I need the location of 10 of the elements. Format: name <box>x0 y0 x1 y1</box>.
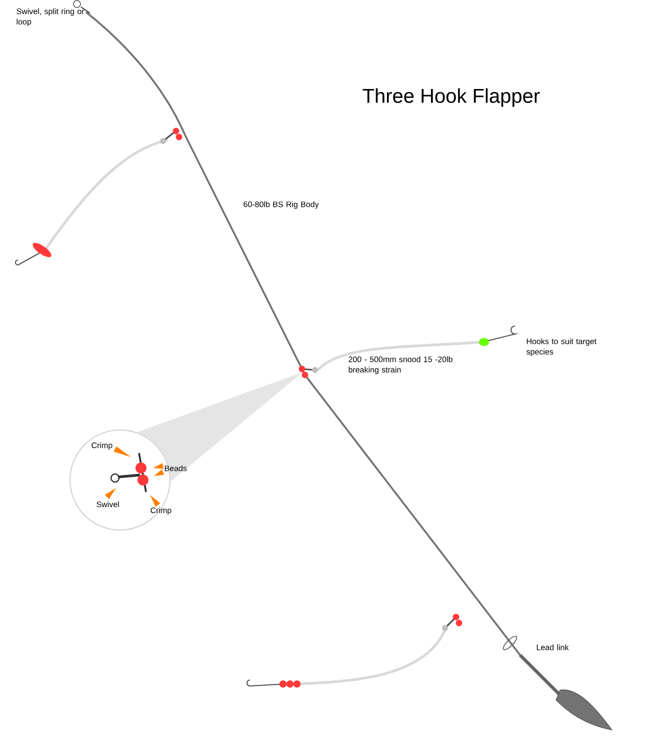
label: 60-80lb BS Rig Body <box>244 201 319 209</box>
label: Crimp <box>92 442 112 450</box>
label: Hooks to suit target species <box>526 338 596 356</box>
title: Three Hook Flapper <box>362 88 540 107</box>
label: Crimp <box>150 507 172 515</box>
label: Beads <box>164 465 187 472</box>
label: Swivel <box>96 501 119 508</box>
label: Lead link <box>536 644 569 650</box>
label: 200 - 500mm snood 15 -20lb breaking strain <box>348 356 452 374</box>
label: Swivel, split ring or loop <box>16 8 84 26</box>
